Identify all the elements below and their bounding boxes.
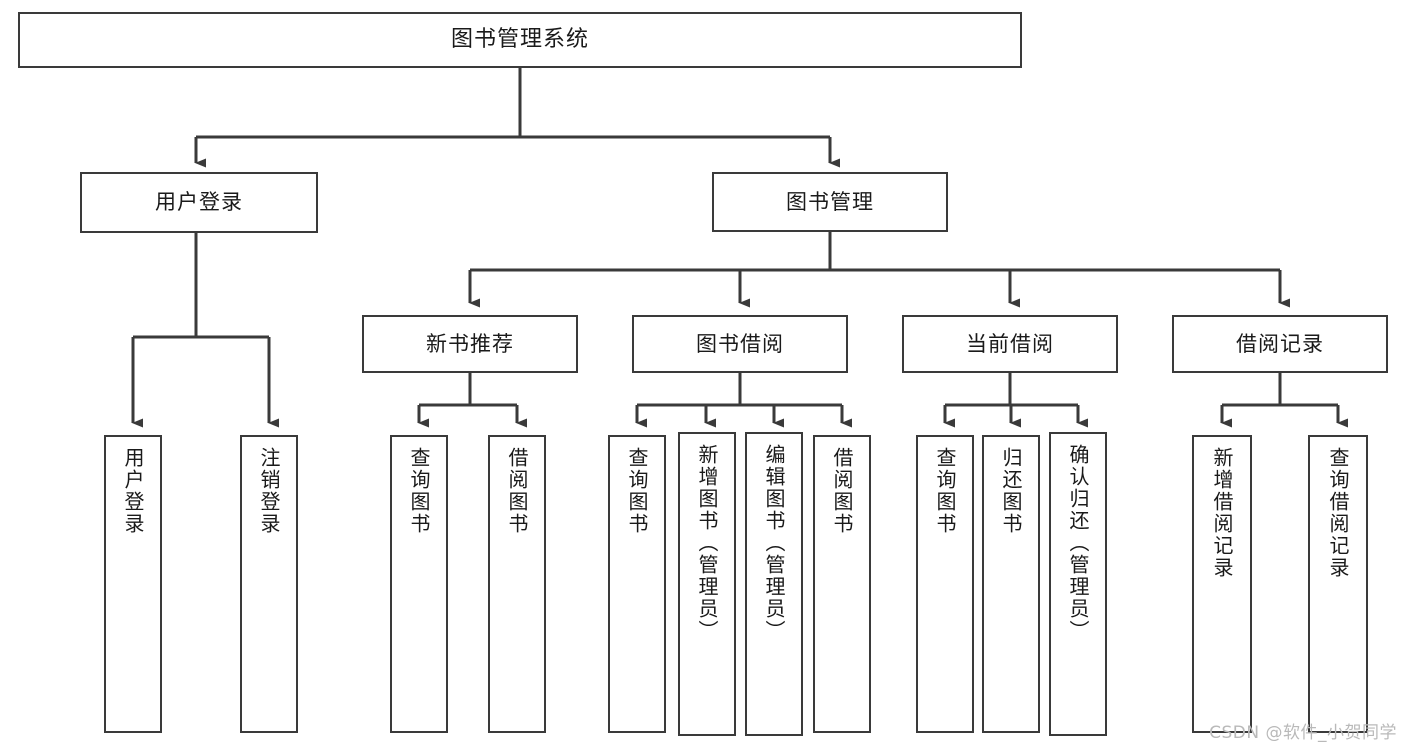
node-label: 新书推荐 — [426, 331, 514, 356]
leaf-user-login[interactable]: 用户登录 — [104, 435, 162, 733]
node-book-management[interactable]: 图书管理 — [712, 172, 948, 232]
node-label: 图书管理系统 — [450, 26, 589, 52]
node-label: 借阅图书 — [830, 447, 854, 535]
node-current-borrow[interactable]: 当前借阅 — [902, 315, 1118, 373]
node-label: 新增借阅记录 — [1210, 447, 1234, 579]
node-label: 归还图书 — [999, 447, 1023, 535]
node-label: 用户登录 — [155, 190, 243, 215]
node-label: 查询图书 — [407, 447, 431, 535]
leaf-user-logout[interactable]: 注销登录 — [240, 435, 298, 733]
node-label: 编辑图书（管理员） — [762, 444, 786, 642]
node-label: 查询图书 — [933, 447, 957, 535]
node-label: 查询借阅记录 — [1326, 447, 1350, 579]
leaf-query-book-borrow[interactable]: 查询图书 — [608, 435, 666, 733]
leaf-query-book-current[interactable]: 查询图书 — [916, 435, 974, 733]
node-label: 注销登录 — [257, 447, 281, 535]
leaf-query-book-recommend[interactable]: 查询图书 — [390, 435, 448, 733]
node-label: 确认归还（管理员） — [1066, 444, 1090, 642]
node-label: 借阅记录 — [1236, 331, 1324, 356]
leaf-borrow-book-recommend[interactable]: 借阅图书 — [488, 435, 546, 733]
node-label: 用户登录 — [121, 447, 145, 535]
node-label: 图书管理 — [786, 189, 874, 214]
leaf-edit-book-admin[interactable]: 编辑图书（管理员） — [745, 432, 803, 736]
leaf-borrow-book[interactable]: 借阅图书 — [813, 435, 871, 733]
leaf-confirm-return-admin[interactable]: 确认归还（管理员） — [1049, 432, 1107, 736]
node-new-book-recommend[interactable]: 新书推荐 — [362, 315, 578, 373]
leaf-add-book-admin[interactable]: 新增图书（管理员） — [678, 432, 736, 736]
node-borrow-record[interactable]: 借阅记录 — [1172, 315, 1388, 373]
node-book-borrow[interactable]: 图书借阅 — [632, 315, 848, 373]
node-label: 查询图书 — [625, 447, 649, 535]
leaf-return-book[interactable]: 归还图书 — [982, 435, 1040, 733]
node-label: 借阅图书 — [505, 447, 529, 535]
node-label: 图书借阅 — [696, 331, 784, 356]
node-root-system[interactable]: 图书管理系统 — [18, 12, 1022, 68]
leaf-query-borrow-record[interactable]: 查询借阅记录 — [1308, 435, 1368, 733]
leaf-add-borrow-record[interactable]: 新增借阅记录 — [1192, 435, 1252, 733]
node-label: 当前借阅 — [966, 331, 1054, 356]
node-label: 新增图书（管理员） — [695, 444, 719, 642]
node-user-login[interactable]: 用户登录 — [80, 172, 318, 233]
